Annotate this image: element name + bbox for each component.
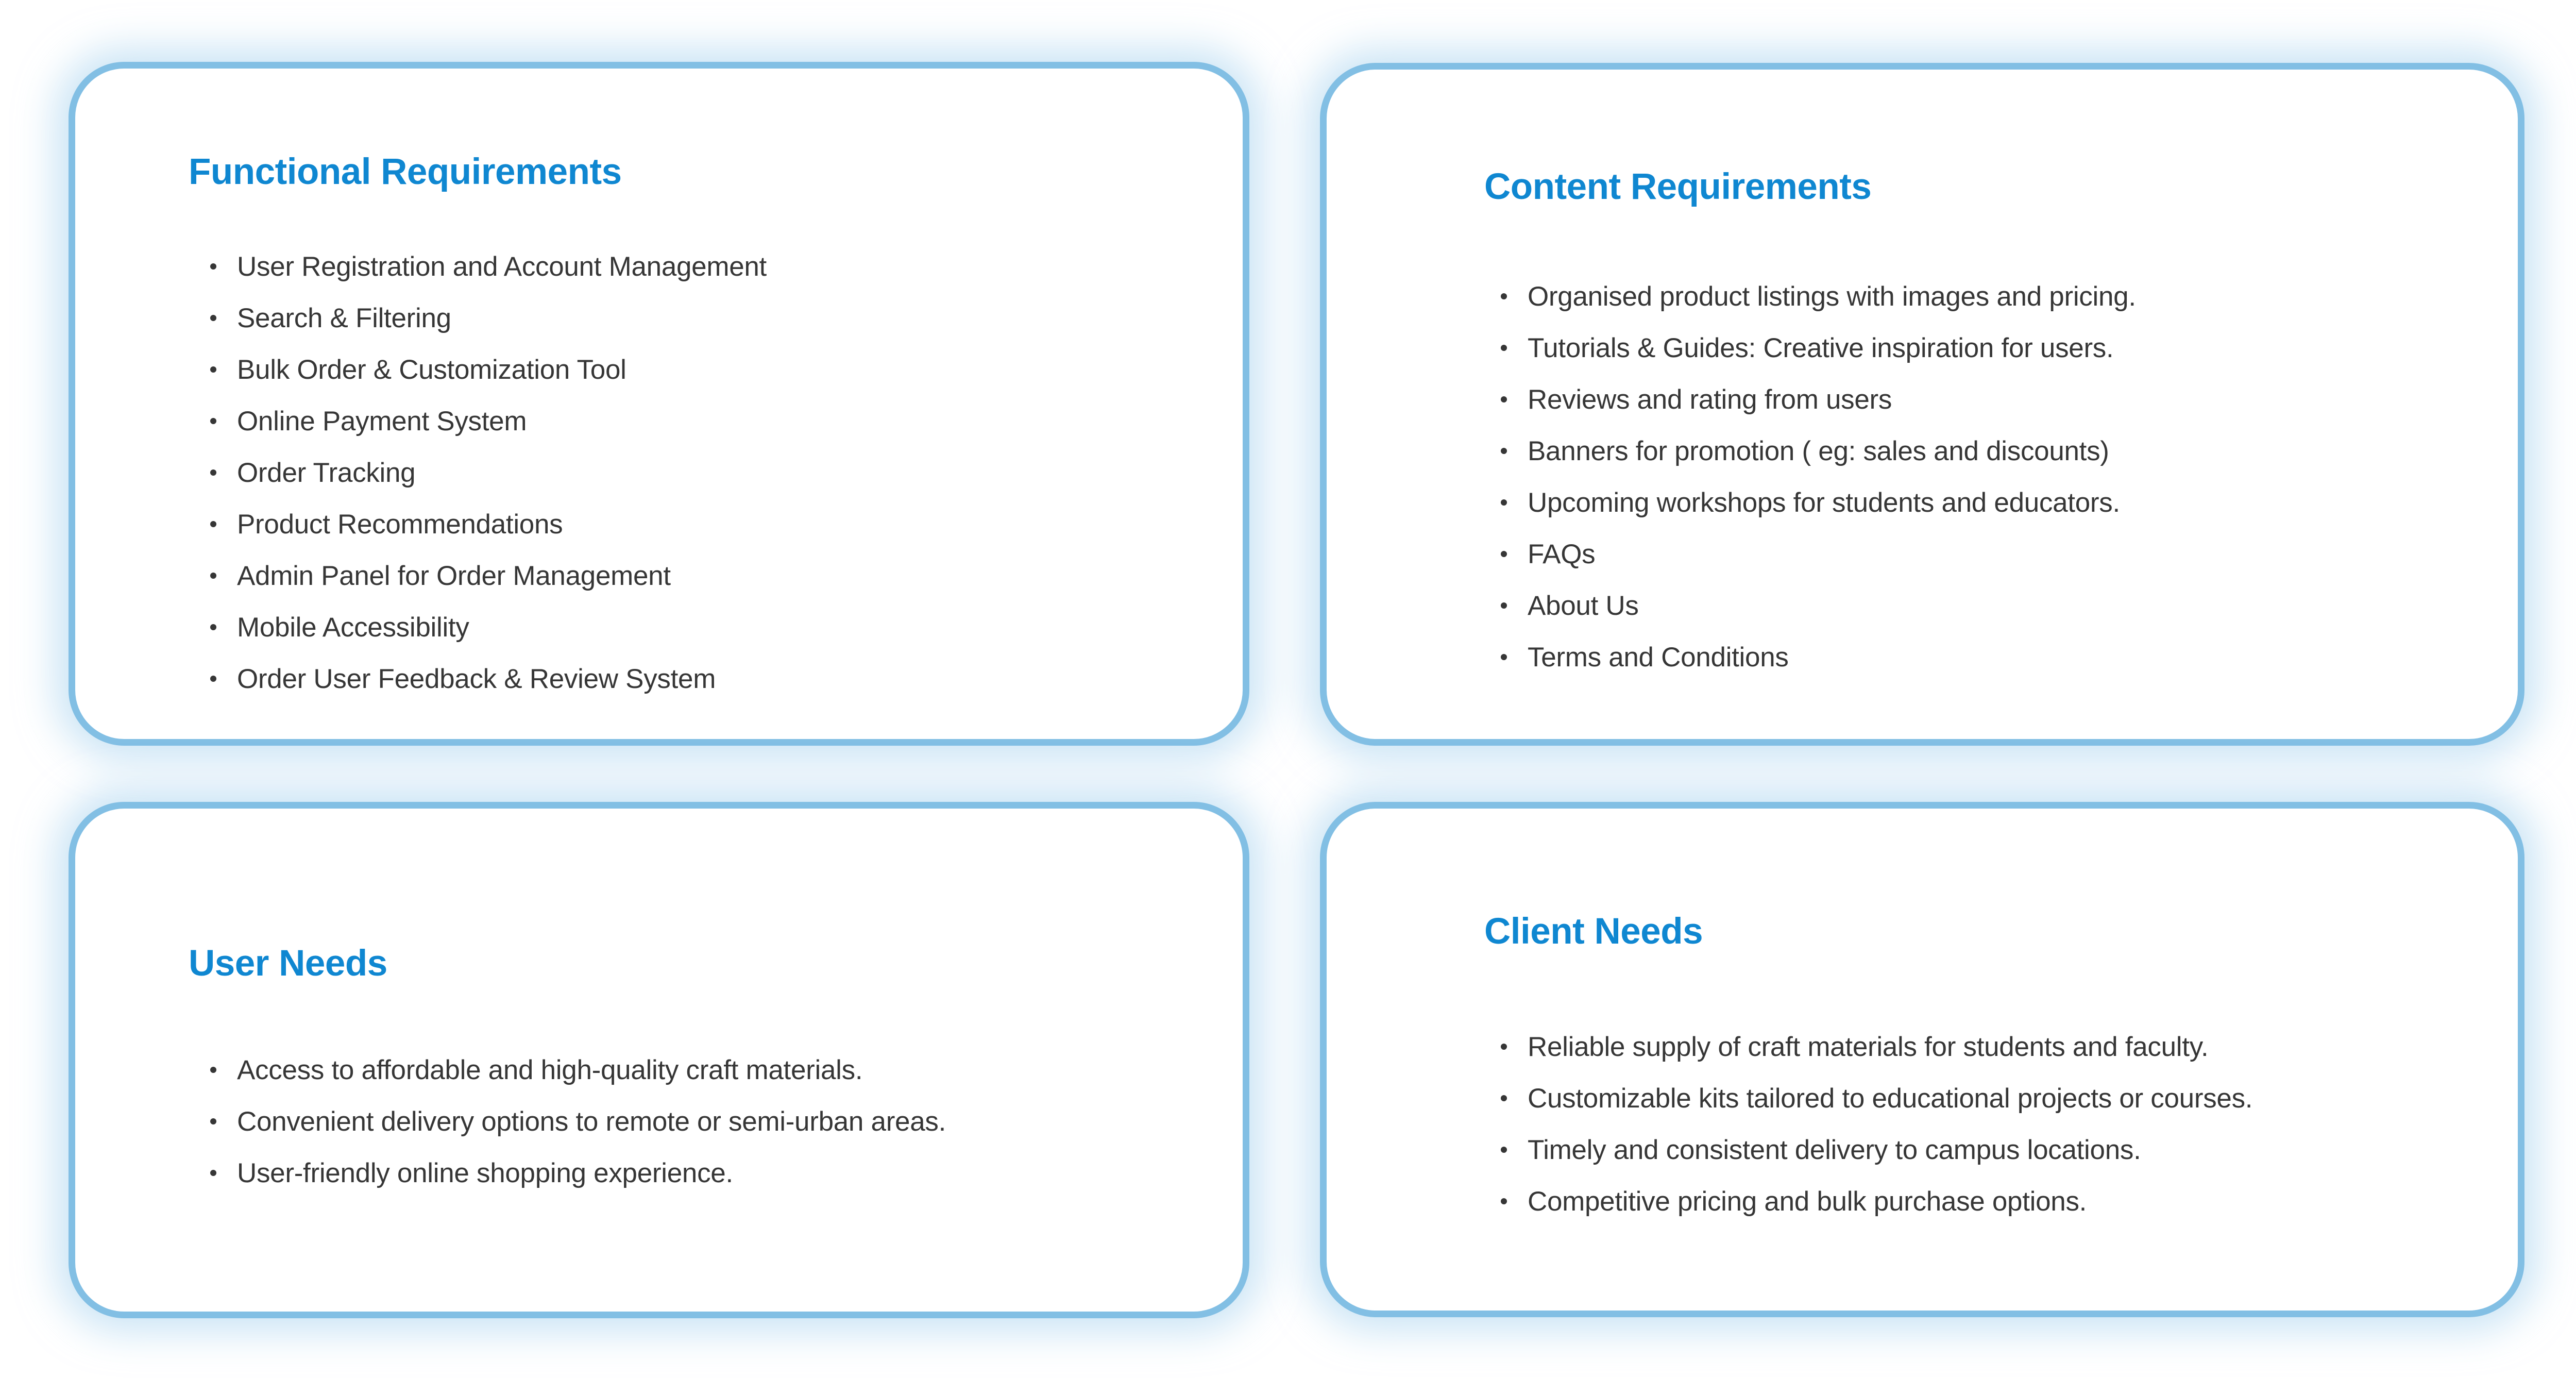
list-item-text: FAQs [1528,539,1596,569]
list-item: Organised product listings with images a… [1501,271,2518,322]
bullet-icon [1501,1147,1507,1153]
list-item-text: Upcoming workshops for students and educ… [1528,487,2120,518]
bullet-icon [1501,1198,1507,1204]
card-list: Organised product listings with images a… [1501,271,2518,683]
list-item-text: Tutorials & Guides: Creative inspiration… [1528,332,2114,363]
list-item: Admin Panel for Order Management [210,550,1243,601]
list-item: Upcoming workshops for students and educ… [1501,477,2518,528]
list-item-text: Bulk Order & Customization Tool [237,354,626,385]
bullet-icon [210,315,216,321]
list-item: Access to affordable and high-quality cr… [210,1044,1243,1096]
list-item: Order Tracking [210,447,1243,498]
list-item: Tutorials & Guides: Creative inspiration… [1501,322,2518,374]
list-item-text: Search & Filtering [237,303,451,333]
bullet-icon [210,263,216,270]
bullet-icon [1501,602,1507,609]
card-title: User Needs [189,943,387,984]
bullet-icon [1501,448,1507,454]
list-item-text: Admin Panel for Order Management [237,560,671,591]
bullet-icon [210,469,216,476]
list-item: Reliable supply of craft materials for s… [1501,1021,2518,1072]
bullet-icon [210,676,216,682]
card-list: Reliable supply of craft materials for s… [1501,1021,2518,1227]
list-item: Reviews and rating from users [1501,374,2518,425]
bullet-icon [1501,345,1507,351]
list-item-text: Access to affordable and high-quality cr… [237,1054,863,1085]
list-item: Customizable kits tailored to educationa… [1501,1072,2518,1124]
bullet-icon [210,624,216,630]
list-item-text: Order User Feedback & Review System [237,663,716,694]
bullet-icon [1501,293,1507,299]
list-item-text: About Us [1528,590,1639,621]
list-item-text: Reviews and rating from users [1528,384,1892,415]
list-item: Product Recommendations [210,498,1243,550]
list-item: About Us [1501,580,2518,631]
card-user-needs: User Needs Access to affordable and high… [69,802,1249,1318]
bullet-icon [210,1170,216,1176]
list-item: User-friendly online shopping experience… [210,1147,1243,1199]
list-item: Timely and consistent delivery to campus… [1501,1124,2518,1175]
list-item-text: Online Payment System [237,406,527,436]
list-item-text: Reliable supply of craft materials for s… [1528,1031,2209,1062]
list-item-text: Order Tracking [237,457,416,488]
bullet-icon [210,573,216,579]
bullet-icon [1501,654,1507,660]
list-item: Terms and Conditions [1501,631,2518,683]
list-item: Convenient delivery options to remote or… [210,1096,1243,1147]
list-item: Search & Filtering [210,292,1243,344]
card-title: Client Needs [1484,911,1703,952]
list-item: FAQs [1501,528,2518,580]
list-item-text: Product Recommendations [237,509,563,540]
card-list: Access to affordable and high-quality cr… [210,1044,1243,1199]
list-item: Mobile Accessibility [210,601,1243,653]
bullet-icon [1501,499,1507,506]
list-item-text: Terms and Conditions [1528,642,1789,673]
list-item: User Registration and Account Management [210,241,1243,292]
card-title: Content Requirements [1484,166,1872,207]
card-list: User Registration and Account Management… [210,241,1243,704]
bullet-icon [210,366,216,373]
list-item: Competitive pricing and bulk purchase op… [1501,1175,2518,1227]
card-client-needs: Client Needs Reliable supply of craft ma… [1320,802,2524,1317]
bullet-icon [210,1067,216,1073]
list-item-text: Organised product listings with images a… [1528,281,2136,312]
list-item-text: Mobile Accessibility [237,612,469,643]
card-title: Functional Requirements [189,152,622,192]
list-item: Order User Feedback & Review System [210,653,1243,704]
list-item: Bulk Order & Customization Tool [210,344,1243,395]
list-item-text: User Registration and Account Management [237,251,767,282]
bullet-icon [210,418,216,424]
bullet-icon [1501,1044,1507,1050]
list-item: Banners for promotion ( eg: sales and di… [1501,425,2518,477]
bullet-icon [1501,396,1507,402]
list-item-text: Banners for promotion ( eg: sales and di… [1528,435,2109,466]
card-functional-requirements: Functional Requirements User Registratio… [69,62,1249,746]
list-item: Online Payment System [210,395,1243,447]
bullet-icon [210,1118,216,1124]
bullet-icon [1501,551,1507,557]
bullet-icon [1501,1095,1507,1101]
list-item-text: Convenient delivery options to remote or… [237,1106,946,1137]
list-item-text: User-friendly online shopping experience… [237,1157,733,1188]
list-item-text: Timely and consistent delivery to campus… [1528,1134,2141,1165]
list-item-text: Competitive pricing and bulk purchase op… [1528,1186,2087,1217]
list-item-text: Customizable kits tailored to educationa… [1528,1083,2253,1114]
bullet-icon [210,521,216,527]
card-content-requirements: Content Requirements Organised product l… [1320,63,2524,746]
